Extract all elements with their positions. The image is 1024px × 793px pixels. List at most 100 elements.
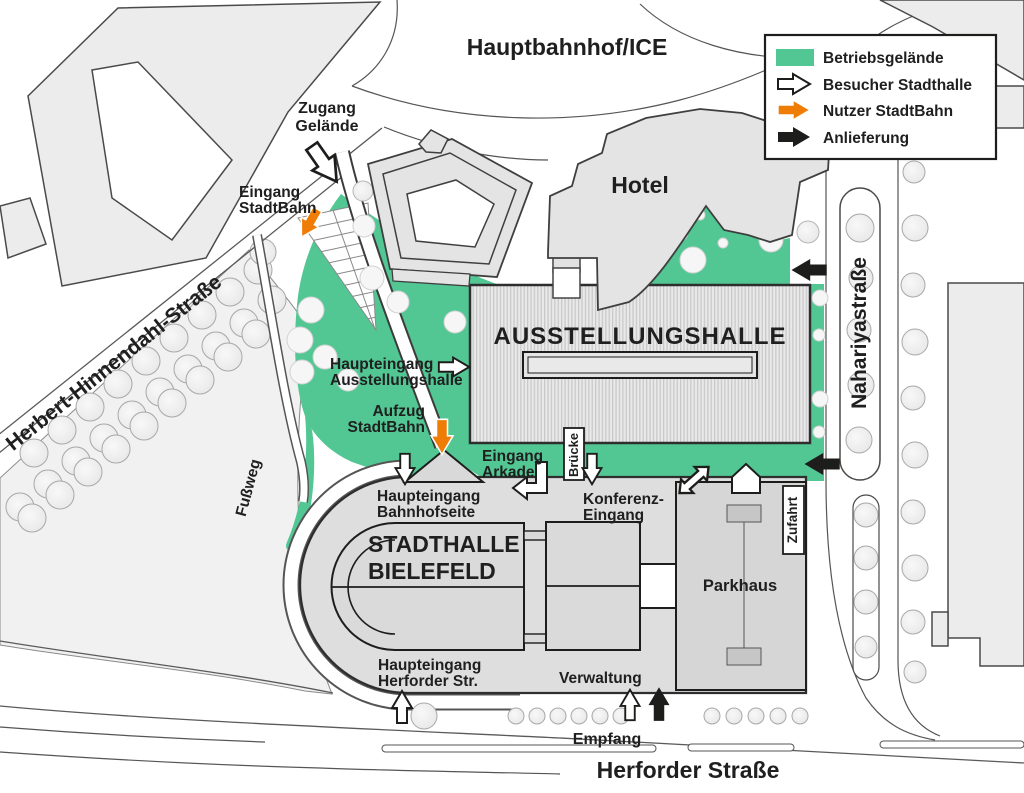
park-trees [5,238,287,533]
tree-icon [811,289,829,307]
tree-icon [129,411,159,441]
tree-icon [747,707,765,725]
tree-icon [811,390,829,408]
tree-icon [47,415,77,445]
tree-icon [845,213,875,243]
tree-icon [854,635,878,659]
empfang-label: Empfang [573,731,641,748]
tree-icon [812,425,826,439]
median-sliver [381,744,657,753]
zufahrt-box [782,485,805,555]
bahnhofseite-label-2: Bahnhofseite [377,504,476,521]
tree-icon [131,346,161,376]
tree-icon [410,702,438,730]
herforder-eingang-label-1: Haupteingang [378,657,481,674]
haupteingang-ausstellungshalle-label-1: Haupteingang [330,356,433,373]
konferenz-label-2: Eingang [583,507,644,524]
tree-icon [286,326,314,354]
tree-icon [853,502,879,528]
tree-icon [45,480,75,510]
tree-icon [847,371,875,399]
tree-icon [359,265,385,291]
plaza-trees [352,180,820,244]
herbert-hinnendahl-strasse [0,127,383,454]
tree-icon [336,368,360,392]
nahariya-trees [845,160,929,684]
zugang-label-1: Zugang [298,100,356,117]
eingang-arkade-label-2: Arkade [482,464,535,481]
legend-item-betriebsgelaende: Betriebsgelände [823,50,944,67]
courtyard-gap [639,563,677,609]
tree-icon [902,160,926,184]
median-sliver [879,740,1024,749]
tree-icon [528,707,546,725]
tree-icon [159,323,189,353]
haupteingang-ausstellungshalle-label-2: Ausstellungshalle [330,372,463,389]
median-strip-lower [852,494,880,681]
tree-icon [507,707,525,725]
tree-icon [289,359,315,385]
tree-icon [703,707,721,725]
tree-icon [297,296,325,324]
tree-icon [215,277,245,307]
tree-icon [717,237,729,249]
hotel-building [547,108,831,312]
pentagon-building [366,129,534,287]
tree-icon [812,328,826,342]
herforder-eingang-label-2: Herforder Str. [378,673,478,690]
legend-item-anlieferung: Anlieferung [823,130,909,147]
bahnhofseite-label-1: Haupteingang [377,488,480,505]
tree-icon [73,457,103,487]
verwaltung-label: Verwaltung [559,670,642,687]
tree-icon [900,385,926,411]
tree-icon [443,310,467,334]
stadthalle-label-2: BIELEFELD [368,558,496,584]
ausstellungshalle-building [468,237,812,445]
tree-icon [903,660,927,684]
stadthalle-building [330,521,677,651]
zugang-label-2: Gelände [295,118,358,135]
tree-icon [845,426,873,454]
tree-icon [901,441,929,469]
parkhaus-label: Parkhaus [703,577,777,595]
tree-icon [187,300,217,330]
tree-icon [900,499,926,525]
fussweg-path [252,234,310,503]
tree-icon [900,272,926,298]
tree-icon [900,609,926,635]
tree-icon [591,707,609,725]
tree-icon [853,589,879,615]
nahariyastrasse [825,150,941,741]
tree-icon [101,434,131,464]
tree-icon [901,328,929,356]
tree-icon [241,319,271,349]
tree-icon [75,392,105,422]
aufzug-label-2: StadtBahn [348,419,426,436]
tree-icon [17,503,47,533]
tree-icon [769,707,787,725]
parkhaus-entrance-marker [731,462,761,494]
station-buildings [0,1,382,287]
tree-icon [725,707,743,725]
tree-icon [796,220,820,244]
tree-icon [352,214,376,238]
tree-icon [386,290,410,314]
street-trees [410,702,809,730]
eingang-arkade-label-1: Eingang [482,448,543,465]
tree-icon [157,388,187,418]
ring-road [282,459,520,711]
aufzug-label-1: Aufzug [372,403,425,420]
bruecke-label: Brücke [566,433,581,477]
tree-icon [352,180,374,202]
legend: Betriebsgelände Besucher Stadthalle Nutz… [763,33,998,161]
entrance-canopy [402,448,486,483]
tree-icon [19,438,49,468]
legend-green-swatch [776,49,814,66]
hotel-label: Hotel [611,172,669,198]
legend-item-besucher: Besucher Stadthalle [823,77,972,94]
bruecke-box [563,427,585,481]
nahariya-strasse-label: Nahariyastraße [848,257,871,409]
arrows [292,137,840,724]
tree-icon [846,317,872,343]
